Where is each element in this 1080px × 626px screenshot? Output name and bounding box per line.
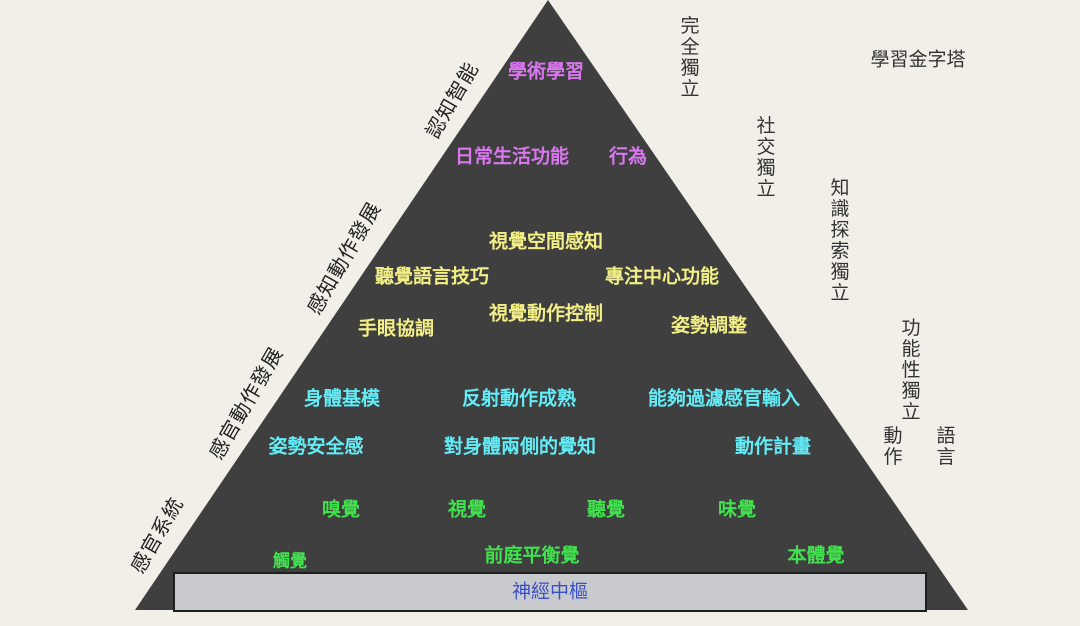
- label-motor-planning: 動作計畫: [734, 435, 812, 458]
- label-academic-learning: 學術學習: [507, 60, 585, 83]
- label-vestibular: 前庭平衡覺: [484, 544, 580, 567]
- base-bar: [173, 572, 927, 612]
- label-body-schema: 身體基模: [303, 387, 381, 410]
- independence-language: 語言: [936, 425, 956, 468]
- label-behavior: 行為: [608, 145, 648, 168]
- independence-social: 社交獨立: [756, 115, 776, 200]
- pyramid-shape: [135, 0, 968, 610]
- label-touch: 觸覺: [273, 551, 307, 572]
- label-attention-center: 專注中心功能: [604, 265, 720, 288]
- label-sensory-filter: 能夠過濾感官輸入: [647, 387, 801, 410]
- diagram-title: 學習金字塔: [870, 48, 966, 71]
- label-visual-motor: 視覺動作控制: [488, 302, 604, 325]
- label-reflex-maturity: 反射動作成熟: [461, 387, 577, 410]
- label-visual-spatial: 視覺空間感知: [488, 230, 604, 253]
- independence-complete: 完全獨立: [680, 15, 700, 100]
- label-smell: 嗅覺: [321, 498, 361, 521]
- label-hand-eye: 手眼協調: [357, 317, 435, 340]
- label-central-nervous: 神經中樞: [511, 580, 589, 603]
- label-auditory-language: 聽覺語言技巧: [374, 265, 490, 288]
- independence-motor: 動作: [883, 425, 903, 468]
- label-daily-living: 日常生活功能: [454, 145, 570, 168]
- label-vision: 視覺: [447, 498, 487, 521]
- independence-knowledge: 知識探索獨立: [830, 177, 850, 304]
- label-hearing: 聽覺: [586, 498, 626, 521]
- label-taste: 味覺: [717, 498, 757, 521]
- label-posture-adjust: 姿勢調整: [670, 314, 748, 337]
- label-bilateral-awareness: 對身體兩側的覺知: [443, 435, 597, 458]
- independence-functional: 功能性獨立: [901, 317, 921, 423]
- label-proprioception: 本體覺: [787, 544, 845, 567]
- label-postural-security: 姿勢安全感: [268, 435, 364, 458]
